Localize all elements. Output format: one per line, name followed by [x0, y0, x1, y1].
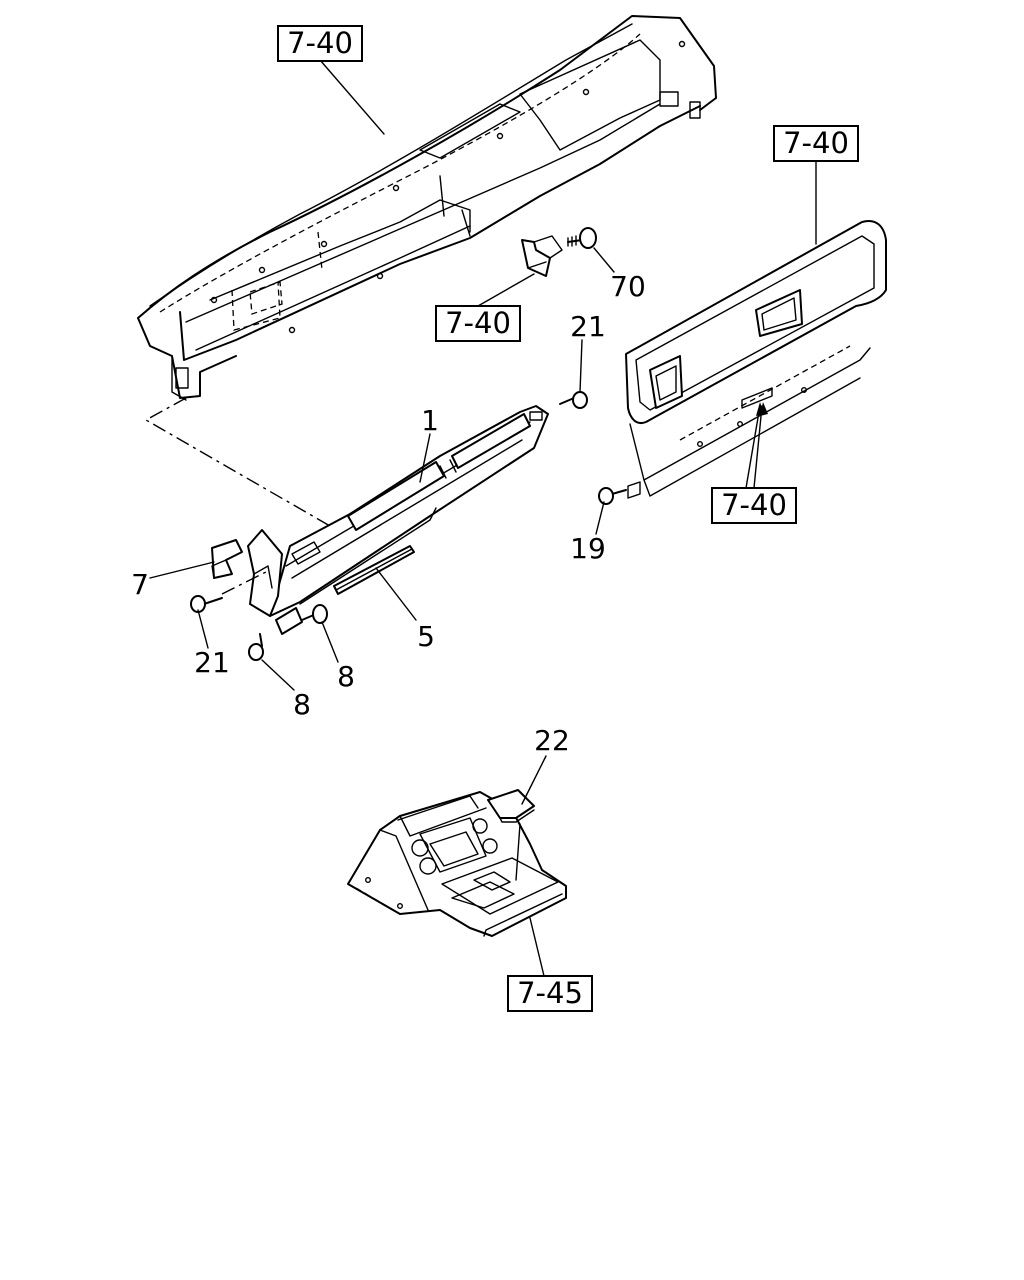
part-label-1: 1 [421, 404, 439, 437]
lid-22 [487, 789, 535, 823]
ref-label: 7-40 [721, 488, 787, 522]
bracket-assembly [521, 235, 563, 277]
ref-box-glovebox-lower[interactable]: 7-40 [711, 487, 797, 524]
leader-lines [149, 59, 817, 977]
clip-alignment-line [221, 569, 271, 595]
part-label-70: 70 [610, 270, 646, 303]
part-label-8-right: 8 [337, 660, 355, 693]
bolt-70 [567, 227, 597, 249]
arrow-head [760, 402, 768, 416]
ref-label: 7-45 [517, 976, 583, 1010]
ref-box-console[interactable]: 7-45 [507, 975, 593, 1012]
ref-box-bracket[interactable]: 7-40 [435, 305, 521, 342]
center-console [347, 791, 567, 937]
lower-panel-1 [269, 405, 549, 635]
part-label-21-lower: 21 [194, 646, 230, 679]
ref-label: 7-40 [445, 306, 511, 340]
ref-box-dash-top[interactable]: 7-40 [277, 25, 363, 62]
trim-strip-5 [333, 545, 415, 595]
part-label-21-upper: 21 [570, 310, 606, 343]
screw-21-right [559, 391, 588, 409]
screw-21-left [190, 595, 223, 613]
part-label-19: 19 [570, 532, 606, 565]
ref-label: 7-40 [783, 126, 849, 160]
instrument-panel [137, 15, 717, 401]
screw-19 [598, 487, 627, 505]
part-label-7: 7 [131, 568, 149, 601]
alignment-line [144, 397, 331, 527]
glovebox-lid [625, 220, 887, 499]
clip-7 [211, 539, 243, 579]
ref-label: 7-40 [287, 26, 353, 60]
part-label-5: 5 [417, 620, 435, 653]
part-label-22: 22 [534, 724, 570, 757]
part-label-8-left: 8 [293, 688, 311, 721]
screw-8-right [301, 604, 328, 624]
ref-box-glovebox[interactable]: 7-40 [773, 125, 859, 162]
screw-8-left [248, 633, 264, 661]
